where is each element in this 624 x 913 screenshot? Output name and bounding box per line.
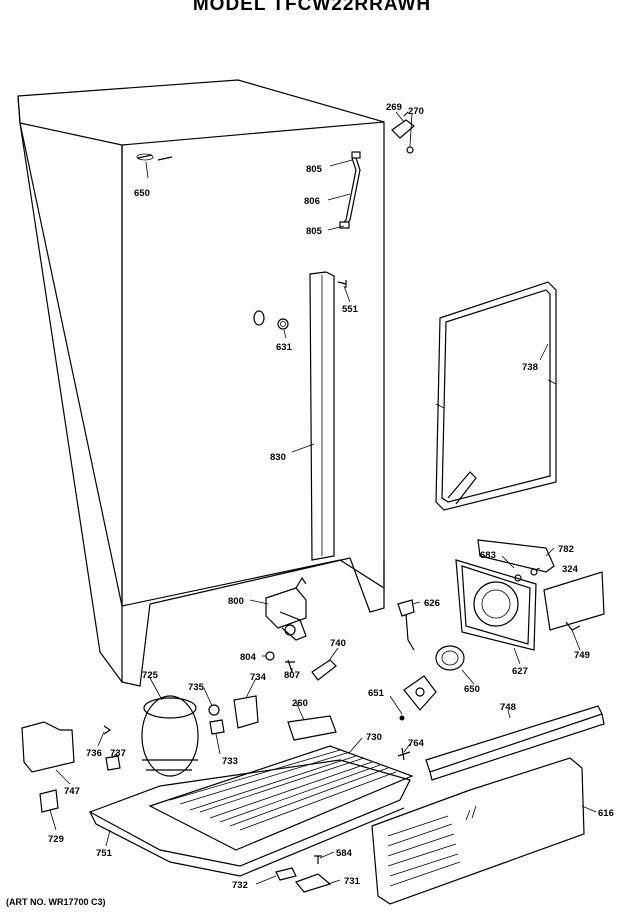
- label-730: 730: [366, 732, 382, 743]
- cabinet: [17, 79, 415, 687]
- label-735: 735: [188, 682, 205, 693]
- label-751: 751: [96, 848, 113, 859]
- gasket-738: [435, 281, 557, 511]
- leader-lines: [49, 111, 597, 885]
- valve-800: [265, 576, 307, 641]
- label-747: 747: [64, 786, 80, 797]
- part-labels: 269 270 805 806 805 650 551 631 738 830 …: [48, 102, 614, 891]
- label-807: 807: [284, 670, 300, 681]
- label-737: 737: [110, 748, 126, 759]
- label-651: 651: [368, 688, 385, 699]
- label-616: 616: [598, 808, 614, 819]
- condenser-730: [148, 745, 414, 851]
- page-title: MODEL TFCW22RRAWH: [192, 0, 432, 15]
- label-260: 260: [292, 698, 308, 709]
- label-551: 551: [342, 304, 359, 315]
- label-650-cabinet: 650: [134, 188, 150, 199]
- art-number: (ART NO. WR17700 C3): [6, 897, 106, 907]
- label-626: 626: [424, 598, 440, 609]
- back-cover-616: [371, 757, 585, 905]
- label-806: 806: [304, 196, 320, 207]
- label-804: 804: [240, 652, 257, 663]
- label-650-motor: 650: [464, 684, 480, 695]
- label-738: 738: [522, 362, 538, 373]
- label-830: 830: [270, 452, 286, 463]
- label-748: 748: [500, 702, 516, 713]
- label-729: 729: [48, 834, 64, 845]
- label-736: 736: [86, 748, 102, 759]
- label-740: 740: [330, 638, 346, 649]
- label-631: 631: [276, 342, 293, 353]
- label-683: 683: [480, 550, 496, 561]
- label-725: 725: [142, 670, 159, 681]
- label-627: 627: [512, 666, 528, 677]
- label-731: 731: [344, 876, 361, 887]
- label-805-top: 805: [306, 164, 323, 175]
- label-733: 733: [222, 756, 238, 767]
- fan-shroud-627: [455, 539, 555, 651]
- label-800: 800: [228, 596, 244, 607]
- label-782: 782: [558, 544, 574, 555]
- label-734: 734: [250, 672, 267, 683]
- label-270: 270: [408, 106, 424, 117]
- label-324: 324: [562, 564, 579, 575]
- label-584: 584: [336, 848, 353, 859]
- label-732: 732: [232, 880, 248, 891]
- label-749: 749: [574, 650, 590, 661]
- label-764: 764: [408, 738, 425, 749]
- label-269: 269: [386, 102, 402, 113]
- compressor-725: [141, 695, 199, 777]
- label-805-bottom: 805: [306, 226, 323, 237]
